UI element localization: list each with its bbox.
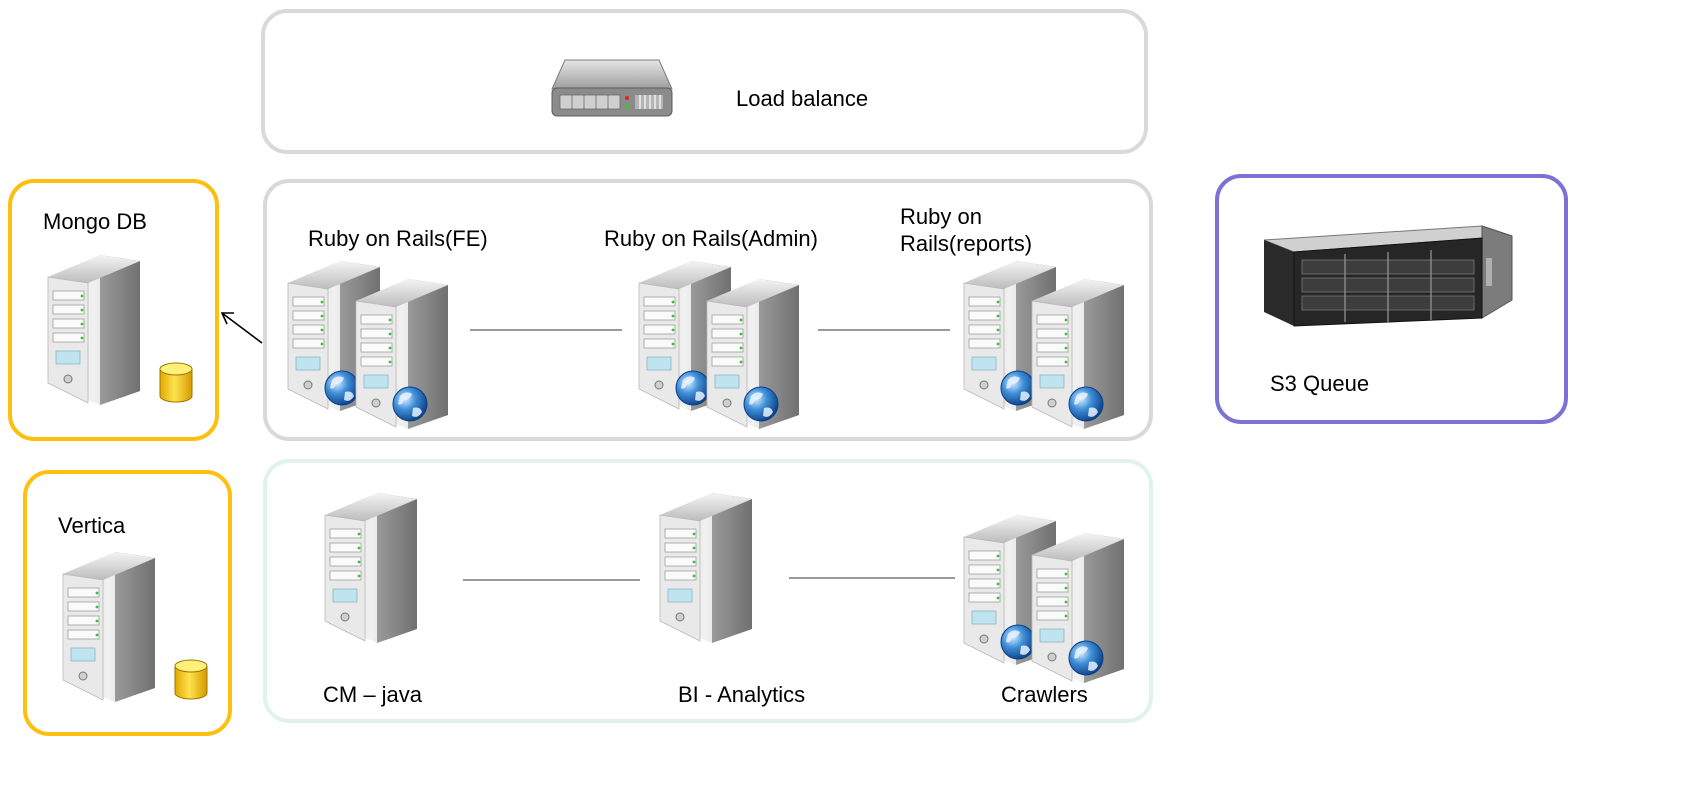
- mongo-db-panel: Mongo DB: [8, 179, 219, 441]
- bi-analytics-label: BI - Analytics: [678, 682, 806, 707]
- rails-reports-label: Ruby on Rails(reports): [900, 204, 1033, 256]
- mongo-db-label: Mongo DB: [43, 209, 147, 234]
- cm-bi-connector: [463, 579, 640, 581]
- admin-reports-connector: [818, 329, 950, 331]
- web-tier-panel: Ruby on Rails(FE) Ruby on Rails(Admin) R…: [263, 179, 1153, 441]
- fe-admin-connector: [470, 329, 622, 331]
- database-server-icon: [62, 551, 208, 703]
- bi-crawlers-connector: [789, 577, 955, 579]
- bi-server-icon: [659, 492, 753, 644]
- load-balancer-icon: [551, 59, 673, 117]
- web-to-mongo-arrow: [220, 312, 263, 344]
- web-server-cluster-reports-icon: [963, 260, 1125, 430]
- database-server-icon: [47, 254, 193, 406]
- web-server-cluster-fe-icon: [287, 260, 449, 430]
- vertica-panel: Vertica: [23, 470, 232, 736]
- backend-tier-panel: CM – java BI - Analytics Crawlers: [263, 459, 1153, 723]
- cm-server-icon: [324, 492, 418, 644]
- vertica-label: Vertica: [58, 513, 126, 538]
- rails-fe-label: Ruby on Rails(FE): [308, 226, 488, 251]
- crawler-server-cluster-icon: [963, 514, 1125, 684]
- web-server-cluster-admin-icon: [638, 260, 800, 430]
- load-balancer-label: Load balance: [736, 86, 869, 111]
- s3-queue-label: S3 Queue: [1270, 371, 1370, 396]
- cm-java-label: CM – java: [323, 682, 423, 707]
- crawlers-label: Crawlers: [1001, 682, 1088, 707]
- rails-admin-label: Ruby on Rails(Admin): [604, 226, 818, 251]
- s3-queue-panel: S3 Queue: [1215, 174, 1568, 424]
- load-balancer-panel: Load balance: [261, 9, 1148, 154]
- rack-server-icon: [1263, 225, 1513, 327]
